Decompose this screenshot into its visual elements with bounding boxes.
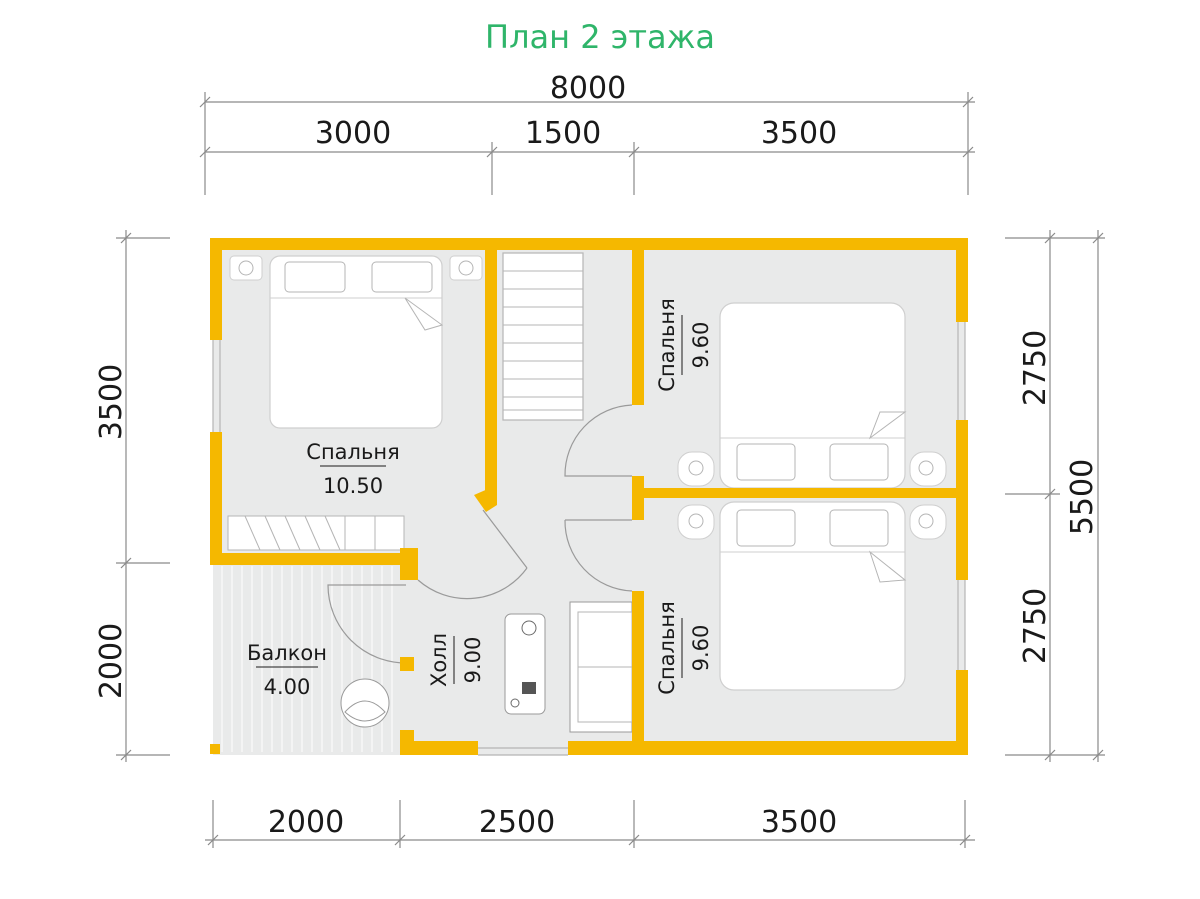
dim-top-total: 8000 (550, 71, 626, 106)
room-area: 9.60 (689, 322, 713, 369)
walls (210, 238, 968, 755)
bed-icon (677, 501, 947, 691)
sofa-icon (569, 601, 633, 733)
dim-top-part-3: 3500 (761, 116, 837, 151)
dim-bottom-part-2: 2500 (479, 805, 555, 840)
chair-icon (340, 678, 390, 728)
dim-right-total: 5500 (1065, 459, 1100, 535)
room-area: 9.00 (461, 637, 485, 684)
dim-bottom-part-3: 3500 (761, 805, 837, 840)
room-area: 10.50 (323, 474, 383, 498)
room-label-bedroom-1: Спальня 10.50 (306, 440, 399, 498)
room-name: Балкон (247, 641, 327, 665)
room-label-hall: Холл 9.00 (427, 633, 485, 687)
room-area: 4.00 (264, 675, 311, 699)
room-label-bedroom-3: Спальня 9.60 (655, 601, 713, 694)
bed-icon (229, 255, 483, 429)
dim-top-part-1: 3000 (315, 116, 391, 151)
dim-bottom-part-1: 2000 (268, 805, 344, 840)
plan-title: План 2 этажа (485, 18, 715, 56)
room-area: 9.60 (689, 625, 713, 672)
room-name: Спальня (655, 601, 679, 694)
wardrobe-icon (227, 515, 405, 551)
room-label-balcony: Балкон 4.00 (247, 641, 327, 699)
dim-right-part-1: 2750 (1018, 330, 1053, 406)
staircase-icon (502, 252, 584, 421)
room-name: Холл (427, 633, 451, 687)
dim-right-part-2: 2750 (1018, 588, 1053, 664)
dim-left-part-2: 2000 (94, 623, 129, 699)
dim-top-part-2: 1500 (525, 116, 601, 151)
door-swings (327, 404, 633, 664)
dimension-lines (116, 92, 1105, 848)
room-label-bedroom-2: Спальня 9.60 (655, 298, 713, 391)
bed-icon (677, 302, 947, 489)
room-name: Спальня (306, 440, 399, 464)
dim-left-part-1: 3500 (94, 364, 129, 440)
room-name: Спальня (655, 298, 679, 391)
table-icon (504, 613, 546, 715)
windows (212, 322, 966, 756)
